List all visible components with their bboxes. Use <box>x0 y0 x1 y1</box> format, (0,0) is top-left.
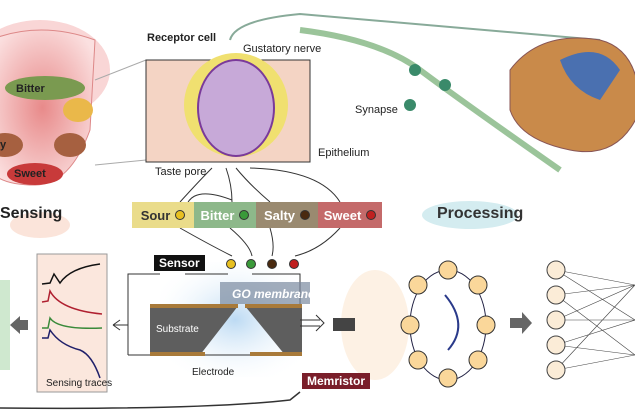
taste-bud-illustration <box>94 12 601 226</box>
tongue-label-salty: y <box>0 139 7 151</box>
processing-stage-label: Processing <box>437 205 524 222</box>
neural-network <box>546 260 635 380</box>
taste-pore-label: Taste pore <box>155 166 207 178</box>
sweet-analyte-icon <box>289 259 299 269</box>
tongue-label-sweet: Sweet <box>14 168 46 180</box>
synapse-label: Synapse <box>355 104 398 116</box>
taste-pill-sour: Sour <box>132 202 194 228</box>
taste-label: Sour <box>140 207 171 223</box>
memristor-device <box>112 262 325 377</box>
taste-label: Bitter <box>200 207 235 223</box>
output-panel <box>0 280 10 370</box>
taste-label: Sweet <box>323 207 362 223</box>
salty-analyte-icon <box>267 259 277 269</box>
sweet-dot-icon <box>366 210 377 220</box>
bitter-dot-icon <box>239 210 250 220</box>
bitter-analyte-icon <box>246 259 256 269</box>
receptor-cell-label: Receptor cell <box>147 32 217 44</box>
go-membrane-label: GO membrane <box>232 287 315 301</box>
taste-pill-salty: Salty <box>256 202 318 228</box>
taste-arrows <box>179 167 341 257</box>
salty-dot-icon <box>300 210 311 220</box>
sensing-traces-label: Sensing traces <box>46 378 113 389</box>
epithelium-label: Epithelium <box>318 147 370 159</box>
sensor-tag: Sensor <box>154 255 205 271</box>
electrode-label: Electrode <box>192 367 235 378</box>
gustatory-nerve-label: Gustatory nerve <box>243 43 322 55</box>
sensing-traces-panel <box>36 253 108 393</box>
tongue-label-bitter: Bitter <box>16 83 45 95</box>
substrate-label: Substrate <box>156 324 199 335</box>
memristor-tag: Memristor <box>302 373 371 389</box>
sensing-stage-label: Sensing <box>0 205 63 222</box>
sour-analyte-icon <box>226 259 236 269</box>
tongue-illustration <box>0 20 110 238</box>
trace-green <box>42 316 103 330</box>
left-arrow-icon <box>10 316 28 334</box>
sour-dot-icon <box>175 210 186 220</box>
trace-blue <box>42 328 101 379</box>
neuron-brain-illustration <box>299 27 635 229</box>
taste-label: Salty <box>263 207 296 223</box>
trace-black <box>41 263 101 285</box>
feedback-arrow <box>0 391 301 410</box>
taste-pill-bitter: Bitter <box>194 202 256 228</box>
taste-pill-sweet: Sweet <box>318 202 382 228</box>
trace-red <box>41 288 103 315</box>
reservoir-ring <box>333 260 532 388</box>
